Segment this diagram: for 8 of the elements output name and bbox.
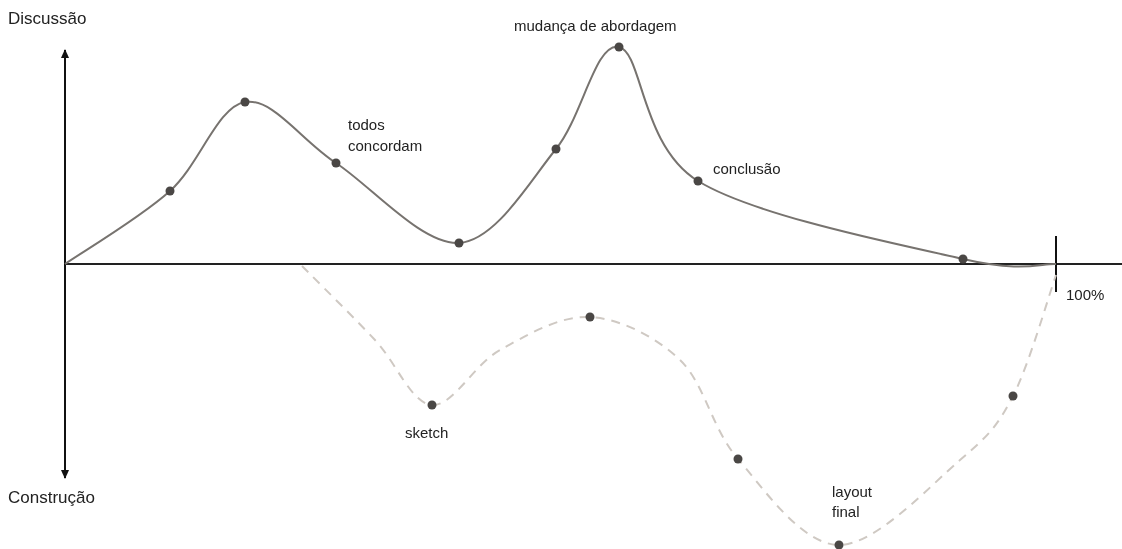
point-label: sketch [405, 423, 449, 443]
point-label: conclusão [713, 159, 781, 179]
axis-label: Discussão [8, 8, 87, 30]
point-label: mudança de abordagem [514, 16, 677, 36]
axis-label: Construção [8, 487, 95, 509]
end-label: 100% [1066, 285, 1105, 305]
point-label: layout final [832, 482, 874, 522]
point-label: todos concordam [348, 115, 424, 156]
